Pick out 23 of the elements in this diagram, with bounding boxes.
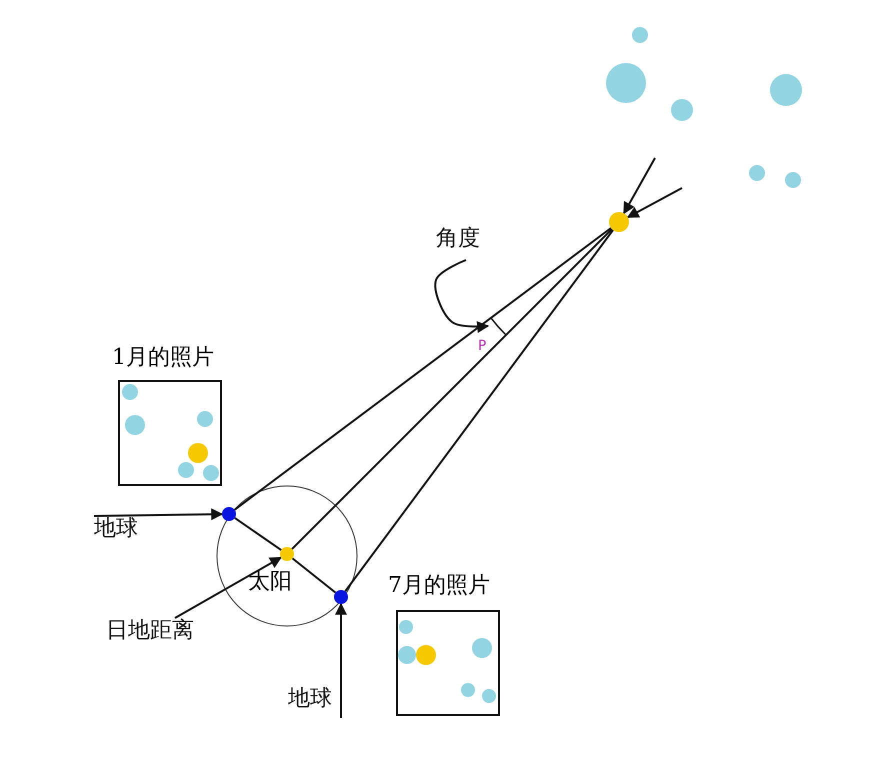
sight-line — [234, 227, 612, 511]
callout-label: 地球 — [288, 686, 333, 713]
arrow — [434, 259, 490, 333]
earth-dot — [222, 507, 236, 521]
arrow — [94, 508, 224, 520]
angle-label: P — [478, 338, 486, 354]
sight-line — [234, 517, 282, 551]
arrow — [174, 556, 282, 619]
callout-label: 角度 — [436, 226, 481, 253]
arrow — [626, 187, 682, 218]
photo-caption: 7月的照片 — [388, 573, 490, 600]
sight-line — [291, 228, 613, 550]
callout-label: 地球 — [94, 516, 139, 543]
sun-dot — [280, 547, 294, 561]
photo-caption: 1月的照片 — [112, 345, 214, 372]
sun-label: 太阳 — [248, 569, 292, 596]
earth-dot — [334, 590, 348, 604]
sight-line — [292, 558, 336, 594]
sight-line — [344, 229, 614, 592]
callout-label: 日地距离 — [106, 618, 195, 645]
arrow — [335, 602, 347, 718]
star-dot — [609, 212, 629, 232]
arrow — [623, 158, 656, 214]
